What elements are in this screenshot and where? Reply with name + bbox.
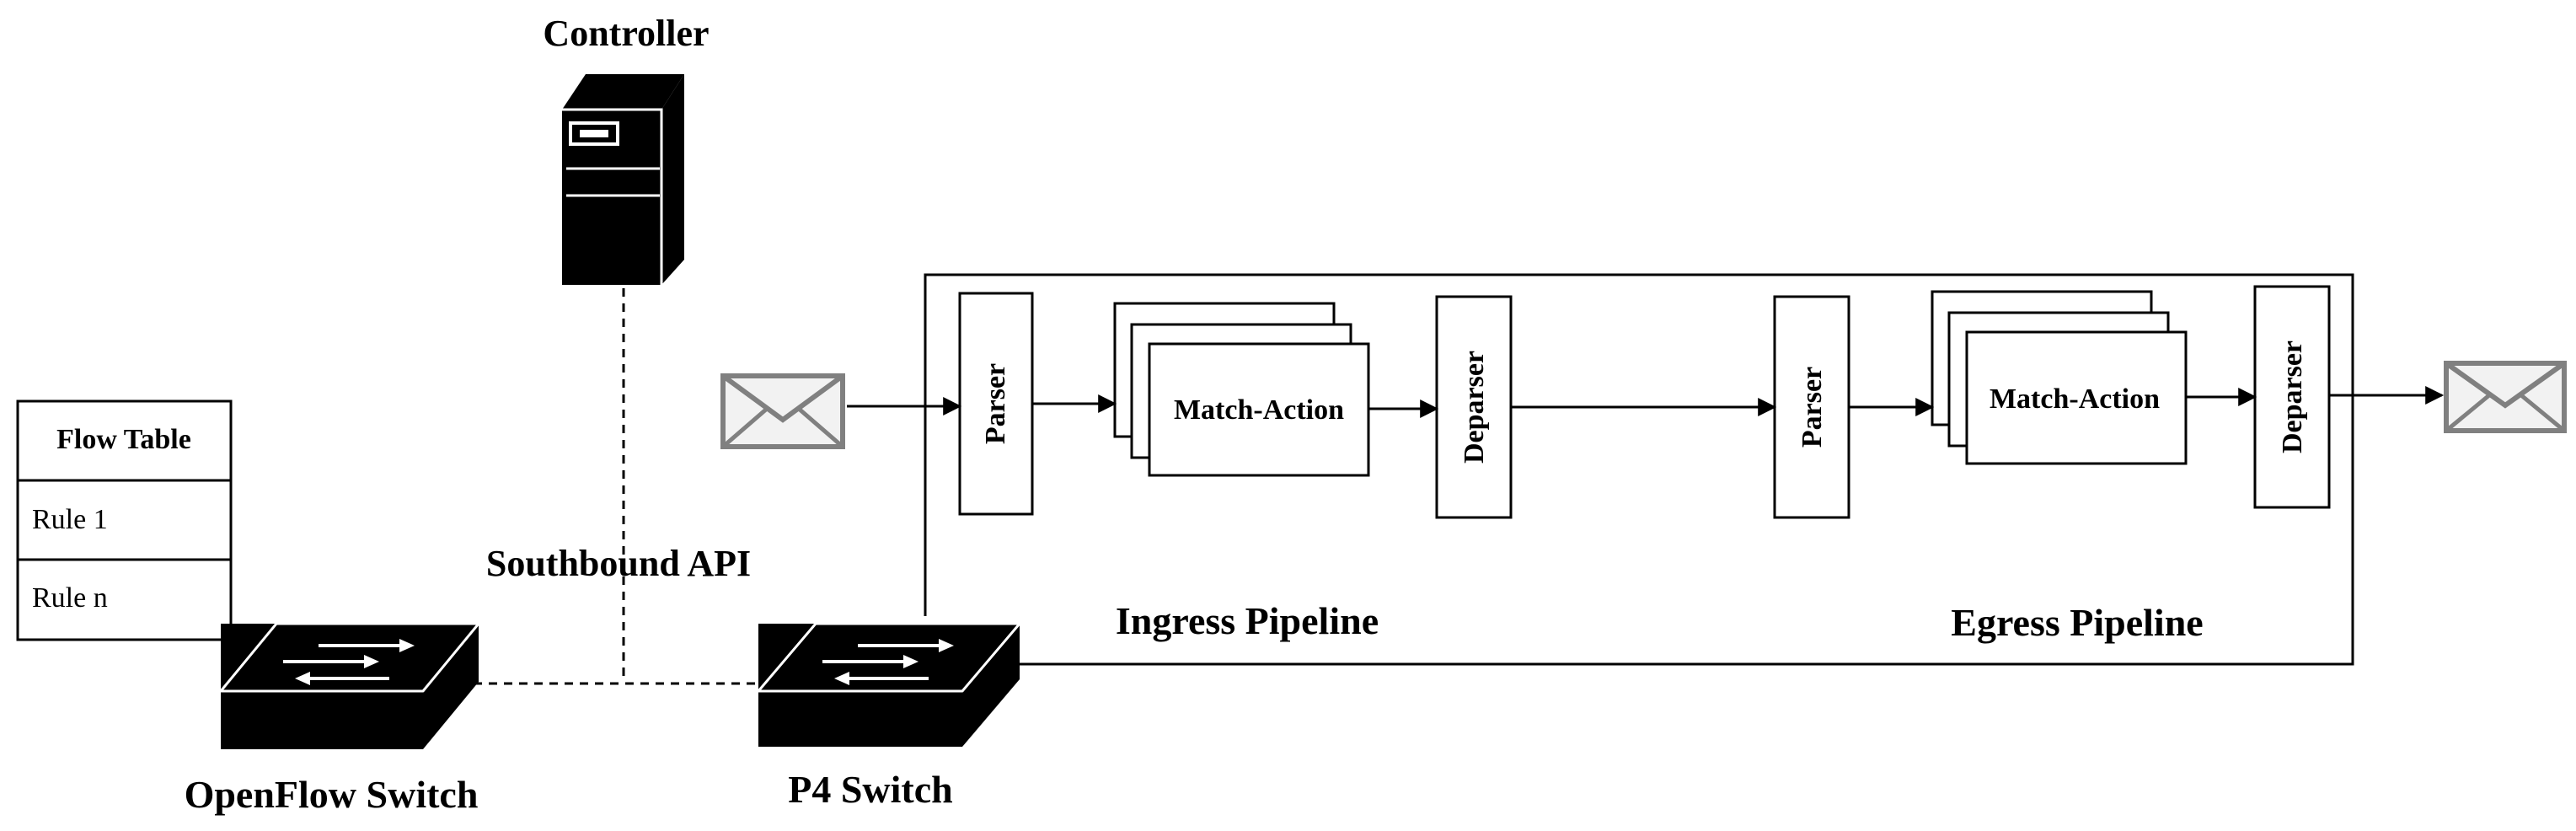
- ingress-deparser-box: [1435, 295, 1513, 519]
- controller-label: Controller: [543, 13, 709, 54]
- southbound-api-label: Southbound API: [486, 543, 751, 584]
- network-switch-icon: [757, 622, 1021, 747]
- pipeline-container: [924, 273, 2354, 666]
- flow-table-rule: Rule n: [32, 582, 108, 614]
- egress-match-action-stack: [1931, 290, 2188, 465]
- flow-table: [16, 399, 233, 641]
- ingress-parser-label: Parser: [980, 363, 1011, 444]
- server-icon: [562, 74, 684, 285]
- flow-table-rule: Rule 1: [32, 504, 108, 535]
- p4-switch-label: P4 Switch: [788, 768, 953, 811]
- envelope-icon: [2444, 361, 2567, 433]
- egress-pipeline-label: Egress Pipeline: [1951, 601, 2203, 644]
- egress-parser-box: [1773, 295, 1850, 519]
- egress-deparser-label: Deparser: [2277, 340, 2308, 453]
- network-switch-icon: [219, 622, 480, 749]
- envelope-icon: [720, 373, 845, 449]
- egress-parser-label: Parser: [1797, 367, 1828, 448]
- ingress-pipeline-label: Ingress Pipeline: [1116, 599, 1379, 642]
- flow-table-title: Flow Table: [56, 424, 191, 455]
- egress-match-action-label: Match-Action: [1990, 383, 2160, 415]
- ingress-deparser-label: Deparser: [1459, 351, 1490, 464]
- ingress-match-action-label: Match-Action: [1174, 394, 1344, 426]
- ingress-match-action-stack: [1113, 302, 1370, 477]
- egress-deparser-box: [2253, 285, 2331, 509]
- openflow-switch-label: OpenFlow Switch: [185, 773, 479, 816]
